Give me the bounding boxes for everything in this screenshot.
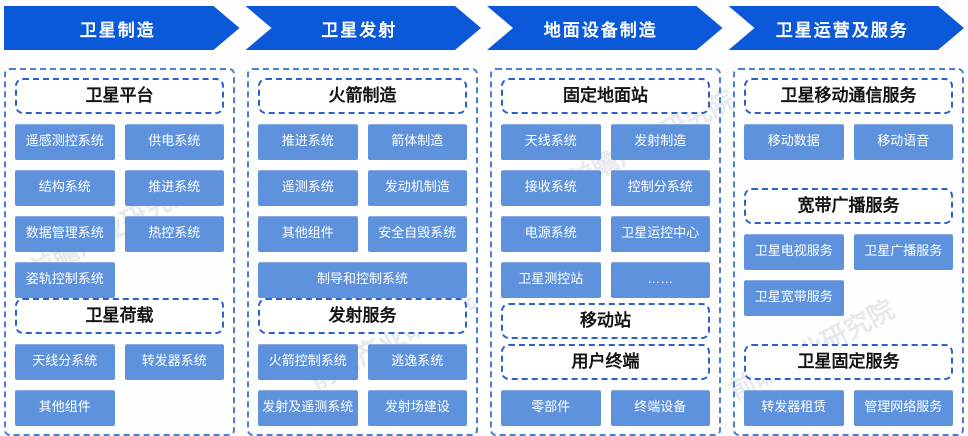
section-header: 卫星移动通信服务 — [744, 78, 953, 114]
item-tile: 天线系统 — [501, 123, 601, 160]
item-tile: 遥测系统 — [258, 169, 358, 206]
item-tile: 发动机制造 — [367, 169, 467, 206]
section-rocket-manufacturing: 火箭制造 推进系统 箭体制造 遥测系统 发动机制造 其他组件 安全自毁系统 制导… — [258, 78, 467, 298]
item-tile: 管理网络服务 — [853, 389, 953, 426]
item-tile: 卫星运控中心 — [610, 215, 710, 252]
item-tile: 遥感测控系统 — [15, 123, 115, 160]
item-tile: 电源系统 — [501, 215, 601, 252]
item-tile: 推进系统 — [258, 123, 358, 160]
item-tile: 制导和控制系统 — [258, 261, 467, 298]
tile-grid: 推进系统 箭体制造 遥测系统 发动机制造 其他组件 安全自毁系统 制导和控制系统 — [258, 123, 467, 298]
item-tile: 移动数据 — [744, 123, 844, 160]
section-fixed-ground-station: 固定地面站 天线系统 发射制造 接收系统 控制分系统 电源系统 卫星运控中心 卫… — [501, 78, 710, 298]
tile-grid: 遥感测控系统 供电系统 结构系统 推进系统 数据管理系统 热控系统 姿轨控制系统 — [15, 123, 224, 298]
section-broadband-broadcast-services: 宽带广播服务 卫星电视服务 卫星广播服务 卫星宽带服务 — [744, 187, 953, 316]
tile-grid: 转发器租赁 管理网络服务 — [744, 389, 953, 426]
item-tile: 转发器租赁 — [744, 389, 844, 426]
item-tile: 结构系统 — [15, 169, 115, 206]
column-satellite-manufacturing: 卫星平台 遥感测控系统 供电系统 结构系统 推进系统 数据管理系统 热控系统 姿… — [4, 68, 235, 436]
section-header: 移动站 — [501, 302, 710, 339]
section-mobile-communication-services: 卫星移动通信服务 移动数据 移动语音 — [744, 78, 953, 160]
item-tile: 卫星测控站 — [501, 261, 601, 298]
item-tile: 数据管理系统 — [15, 215, 115, 252]
item-tile: 其他组件 — [258, 215, 358, 252]
item-tile: 发射场建设 — [367, 389, 467, 426]
stage-label: 卫星发射 — [321, 20, 398, 40]
item-tile: 发射制造 — [610, 123, 710, 160]
section-fixed-satellite-services: 卫星固定服务 转发器租赁 管理网络服务 — [744, 343, 953, 426]
item-tile: 安全自毁系统 — [367, 215, 467, 252]
section-satellite-payload: 卫星荷载 天线分系统 转发器系统 其他组件 — [15, 297, 224, 426]
stage-columns: 卫星平台 遥感测控系统 供电系统 结构系统 推进系统 数据管理系统 热控系统 姿… — [4, 68, 964, 436]
item-tile: 控制分系统 — [610, 169, 710, 206]
section-header: 用户终端 — [501, 343, 710, 380]
stage-arrow-operation-services: 卫星运营及服务 — [729, 6, 965, 50]
item-tile: 供电系统 — [124, 123, 224, 160]
stage-arrow-satellite-launch: 卫星发射 — [246, 6, 482, 50]
tile-grid: 移动数据 移动语音 — [744, 123, 953, 160]
item-tile: 零部件 — [501, 389, 601, 426]
section-mobile-station: 移动站 — [501, 302, 710, 339]
section-user-terminal: 用户终端 零部件 终端设备 — [501, 343, 710, 426]
tile-grid: 天线系统 发射制造 接收系统 控制分系统 电源系统 卫星运控中心 卫星测控站 …… — [501, 123, 710, 298]
stage-label: 地面设备制造 — [543, 20, 658, 40]
item-tile: 卫星宽带服务 — [744, 279, 844, 316]
section-header: 宽带广播服务 — [744, 187, 953, 224]
item-tile: 转发器系统 — [124, 343, 224, 380]
item-tile: 热控系统 — [124, 215, 224, 252]
item-tile: 箭体制造 — [367, 123, 467, 160]
item-tile: 发射及遥测系统 — [258, 389, 358, 426]
item-tile: 推进系统 — [124, 169, 224, 206]
column-ground-equipment: 固定地面站 天线系统 发射制造 接收系统 控制分系统 电源系统 卫星运控中心 卫… — [490, 68, 721, 436]
item-tile: 天线分系统 — [15, 343, 115, 380]
stage-label: 卫星制造 — [79, 20, 156, 40]
section-header: 发射服务 — [258, 297, 467, 334]
item-tile: 火箭控制系统 — [258, 343, 358, 380]
column-satellite-launch: 火箭制造 推进系统 箭体制造 遥测系统 发动机制造 其他组件 安全自毁系统 制导… — [247, 68, 478, 436]
item-tile: 终端设备 — [610, 389, 710, 426]
item-tile: 逃逸系统 — [367, 343, 467, 380]
stage-arrow-row: 卫星制造 卫星发射 地面设备制造 卫星运营及服务 — [4, 6, 964, 50]
section-satellite-platform: 卫星平台 遥感测控系统 供电系统 结构系统 推进系统 数据管理系统 热控系统 姿… — [15, 78, 224, 298]
stage-arrow-satellite-manufacturing: 卫星制造 — [4, 6, 240, 50]
stage-label: 卫星运营及服务 — [775, 20, 909, 40]
item-tile: 卫星广播服务 — [853, 233, 953, 270]
item-tile: 其他组件 — [15, 389, 115, 426]
column-operation-services: 卫星移动通信服务 移动数据 移动语音 宽带广播服务 卫星电视服务 卫星广播服务 … — [733, 68, 964, 436]
stage-arrow-ground-equipment: 地面设备制造 — [487, 6, 723, 50]
item-tile: 姿轨控制系统 — [15, 261, 115, 298]
item-tile: 移动语音 — [853, 123, 953, 160]
section-header: 固定地面站 — [501, 78, 710, 114]
tile-grid: 天线分系统 转发器系统 其他组件 — [15, 343, 224, 426]
item-tile: 接收系统 — [501, 169, 601, 206]
tile-grid: 卫星电视服务 卫星广播服务 卫星宽带服务 — [744, 233, 953, 316]
section-launch-services: 发射服务 火箭控制系统 逃逸系统 发射及遥测系统 发射场建设 — [258, 297, 467, 426]
section-header: 卫星平台 — [15, 78, 224, 114]
item-tile: …… — [610, 261, 710, 298]
section-header: 卫星固定服务 — [744, 343, 953, 380]
section-header: 火箭制造 — [258, 78, 467, 114]
tile-grid: 零部件 终端设备 — [501, 389, 710, 426]
section-header: 卫星荷载 — [15, 297, 224, 334]
tile-grid: 火箭控制系统 逃逸系统 发射及遥测系统 发射场建设 — [258, 343, 467, 426]
item-tile: 卫星电视服务 — [744, 233, 844, 270]
